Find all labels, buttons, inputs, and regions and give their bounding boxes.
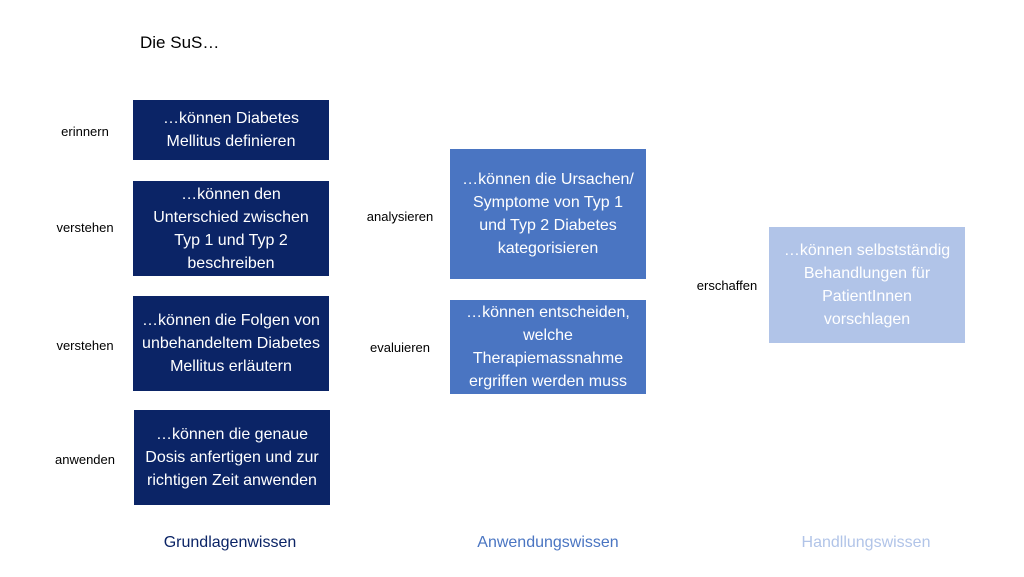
level-label-erschaffen: erschaffen [696,278,758,293]
level-label-erinnern: erinnern [61,124,109,139]
level-label-evaluieren: evaluieren [370,340,430,355]
objective-box-define: …können Diabetes Mellitus definieren [133,100,329,160]
column-footer-anwendungswissen: Anwendungswissen [477,534,619,551]
objective-box-therapy: …können entscheiden, welche Therapiemass… [450,300,646,394]
objective-box-dosage: …können die genaue Dosis anfertigen und … [134,410,330,505]
level-label-anwenden: anwenden [55,452,115,467]
level-label-verstehen-1: verstehen [56,220,114,235]
level-label-verstehen-2: verstehen [56,338,114,353]
page-title: Die SuS… [140,33,220,52]
level-label-analysieren: analysieren [366,209,434,224]
column-footer-handlungswissen: Handllungswissen [801,534,931,551]
objective-box-treatment: …können selbstständig Behandlungen für P… [769,227,965,343]
objective-box-consequences: …können die Folgen von unbehandeltem Dia… [133,296,329,391]
objective-box-difference: …können den Unterschied zwischen Typ 1 u… [133,181,329,276]
objective-box-categorize: …können die Ursachen/ Symptome von Typ 1… [450,149,646,279]
column-footer-grundlagenwissen: Grundlagenwissen [163,534,297,551]
